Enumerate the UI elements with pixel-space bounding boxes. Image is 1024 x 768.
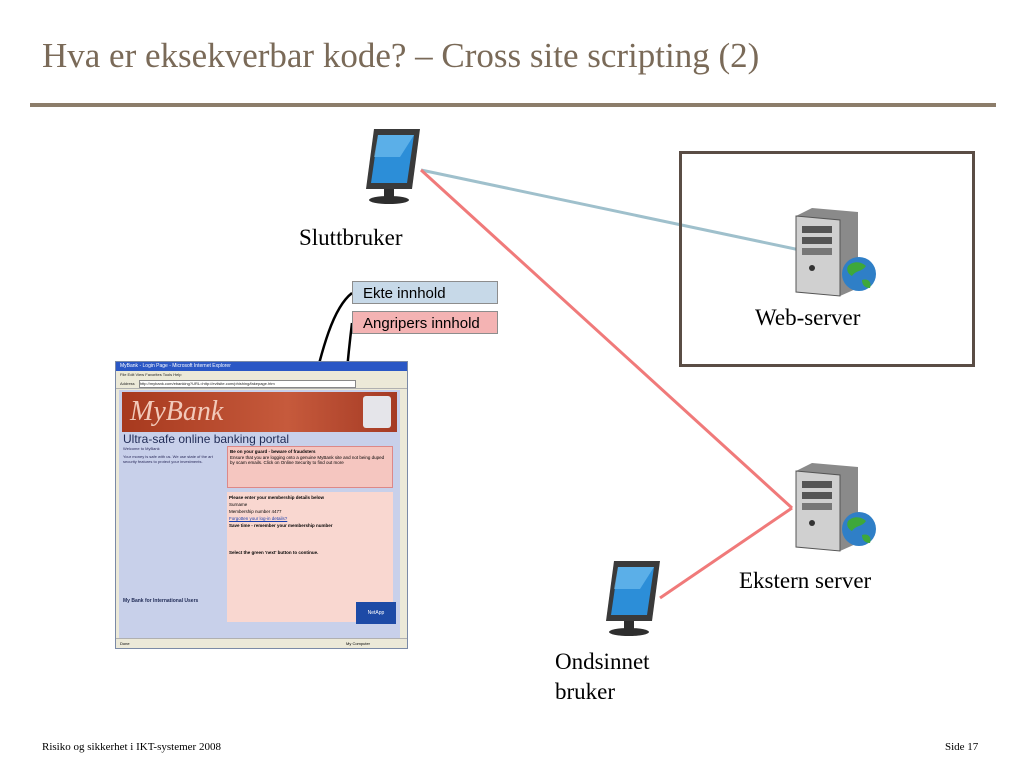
login-form: Please enter your membership details bel… (227, 492, 393, 622)
address-label: Address (120, 381, 135, 386)
malicious-user-label-line2: bruker (555, 679, 616, 704)
status-right: My Computer (346, 641, 371, 646)
malicious-user-label: Ondsinnet bruker (555, 647, 650, 707)
real-content-line (420, 168, 801, 252)
bank-welcome: Welcome to MyBank (123, 446, 160, 451)
slide-title: Hva er eksekverbar kode? – Cross site sc… (42, 36, 760, 75)
bank-tagline: Ultra-safe online banking portal (123, 432, 290, 446)
bank-crest-icon (363, 396, 391, 428)
web-server-frame (679, 151, 975, 367)
membership-row: Membership number 4477 (229, 508, 391, 515)
international-heading: My Bank for International Users (123, 598, 199, 604)
footer-course: Risiko og sikkerhet i IKT-systemer 2008 (42, 741, 221, 753)
browser-menu-bar: File Edit View Favorites Tools Help (120, 372, 182, 377)
save-title: Save time - remember your membership num… (229, 523, 333, 528)
external-server-icon (795, 463, 876, 552)
address-field: http://mybank.com/ebanking?URL=http://ev… (138, 379, 356, 388)
browser-title-bar: MyBank - Login Page - Microsoft Internet… (116, 362, 407, 371)
browser-screenshot: MyBank - Login Page - Microsoft Internet… (115, 361, 408, 649)
surname-label: Surname (229, 502, 248, 507)
membership-prefix: 4477 (271, 509, 282, 514)
membership-label: Membership number (229, 509, 271, 514)
warning-text: Ensure that you are logging onto a genui… (230, 454, 385, 466)
malicious-user-monitor-icon (606, 561, 660, 636)
web-server-icon (795, 208, 876, 297)
web-server-label: Web-server (755, 305, 861, 330)
warning-title: Be on your guard - beware of fraudsters (230, 449, 316, 454)
bank-left-column: Welcome to MyBank Your money is safe wit… (123, 446, 223, 464)
end-user-label: Sluttbruker (299, 225, 403, 250)
browser-address-bar: Address http://mybank.com/ebanking?URL=h… (116, 379, 407, 389)
attacker-line-lower (659, 506, 793, 600)
malicious-user-label-line1: Ondsinnet (555, 649, 650, 674)
bank-logo: MyBank (130, 396, 224, 427)
forgot-link: Forgotten your log-in details? (229, 516, 288, 521)
bank-intro: Your money is safe with us. We use state… (123, 454, 213, 464)
legend-attacker-content: Angripers innhold (352, 311, 498, 334)
next-hint: Select the green 'next' button to contin… (229, 550, 319, 555)
browser-status-bar: Done My Computer (116, 638, 407, 648)
bank-banner: MyBank (122, 392, 397, 432)
footer-page-number: Side 17 (945, 741, 979, 753)
legend-real-content: Ekte innhold (352, 281, 498, 304)
external-server-label: Ekstern server (739, 568, 872, 593)
attacker-line-upper (419, 168, 794, 510)
netapp-badge: NetApp (356, 602, 396, 624)
status-left: Done (120, 641, 130, 646)
end-user-monitor-icon (366, 129, 420, 204)
fraud-warning-box: Be on your guard - beware of fraudsters … (227, 446, 393, 488)
form-title: Please enter your membership details bel… (229, 495, 325, 500)
browser-page: MyBank Ultra-safe online banking portal … (119, 390, 400, 638)
title-divider (30, 103, 996, 107)
